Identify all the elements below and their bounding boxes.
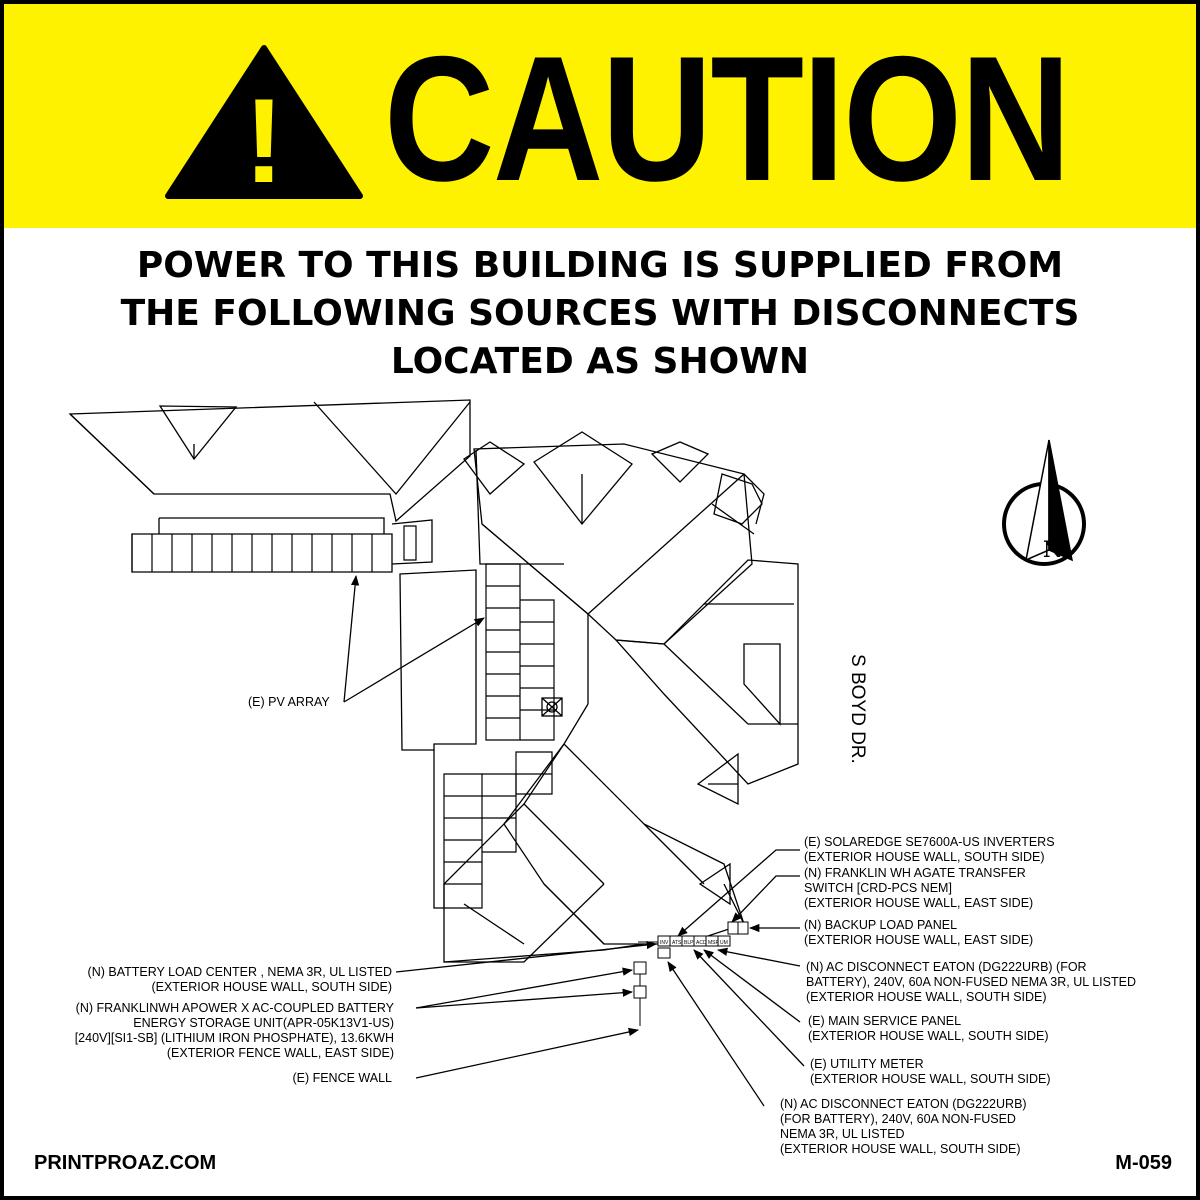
pv-modules [131, 525, 555, 909]
svg-text:(EXTERIOR HOUSE WALL, SOUTH SI: (EXTERIOR HOUSE WALL, SOUTH SIDE) [804, 850, 1045, 864]
svg-text:(N) AC DISCONNECT EATON (DG222: (N) AC DISCONNECT EATON (DG222URB) (FOR [806, 960, 1087, 974]
notice-line: POWER TO THIS BUILDING IS SUPPLIED FROM [136, 245, 1064, 286]
street-label: S BOYD DR. [847, 654, 868, 764]
svg-text:(EXTERIOR HOUSE WALL, SOUTH SI: (EXTERIOR HOUSE WALL, SOUTH SIDE) [808, 1029, 1049, 1043]
footer-code: M-059 [1115, 1152, 1172, 1174]
warning-triangle-icon: ! [165, 45, 363, 202]
footer-site: PRINTPROAZ.COM [34, 1152, 217, 1174]
pv-array-label: (E) PV ARRAY [248, 695, 330, 709]
svg-text:(E) PV ARRAY: (E) PV ARRAY [248, 695, 330, 709]
svg-text:ENERGY STORAGE UNIT(APR-05K13V: ENERGY STORAGE UNIT(APR-05K13V1-US) [133, 1016, 394, 1030]
battery-load-center-label: (N) BATTERY LOAD CENTER , NEMA 3R, UL LI… [88, 965, 392, 994]
caution-title: CAUTION [384, 19, 1071, 218]
utility-meter-label: (E) UTILITY METER (EXTERIOR HOUSE WALL, … [810, 1057, 1051, 1086]
ac-disconnect-label: (N) AC DISCONNECT EATON (DG222URB) (FOR … [780, 1097, 1027, 1156]
leader-lines [343, 574, 805, 1107]
svg-text:(N) BACKUP LOAD PANEL: (N) BACKUP LOAD PANEL [804, 918, 957, 932]
exclamation-glyph: ! [244, 74, 284, 202]
backup-panel-label: (N) BACKUP LOAD PANEL (EXTERIOR HOUSE WA… [804, 918, 1033, 947]
equipment-row [633, 921, 749, 1026]
main-panel-label: (E) MAIN SERVICE PANEL (EXTERIOR HOUSE W… [808, 1014, 1049, 1043]
svg-text:(E) FENCE WALL: (E) FENCE WALL [292, 1071, 392, 1085]
svg-text:(E) SOLAREDGE SE7600A-US INVER: (E) SOLAREDGE SE7600A-US INVERTERS [804, 835, 1055, 849]
svg-text:(EXTERIOR HOUSE WALL, SOUTH SI: (EXTERIOR HOUSE WALL, SOUTH SIDE) [806, 990, 1047, 1004]
ac-disconnect-label: (N) AC DISCONNECT EATON (DG222URB) (FOR … [806, 960, 1136, 1004]
equipment-tag: BLP [684, 940, 694, 946]
equipment-tag: ACD [696, 940, 707, 946]
north-arrow-icon: N [1002, 439, 1086, 566]
svg-text:(EXTERIOR HOUSE WALL, SOUTH SI: (EXTERIOR HOUSE WALL, SOUTH SIDE) [810, 1072, 1051, 1086]
svg-text:BATTERY), 240V, 60A NON-FUSED: BATTERY), 240V, 60A NON-FUSED NEMA 3R, U… [806, 975, 1136, 989]
caution-banner: ! CAUTION [4, 4, 1196, 228]
equipment-tag: UM [720, 940, 728, 946]
notice-line: THE FOLLOWING SOURCES WITH DISCONNECTS [120, 293, 1080, 334]
svg-text:(E) UTILITY METER: (E) UTILITY METER [810, 1057, 924, 1071]
equipment-tag: MSP [708, 940, 720, 946]
svg-text:(EXTERIOR HOUSE WALL, EAST SID: (EXTERIOR HOUSE WALL, EAST SIDE) [804, 896, 1033, 910]
svg-text:(FOR BATTERY), 240V, 60A NON-F: (FOR BATTERY), 240V, 60A NON-FUSED [780, 1112, 1016, 1126]
svg-text:(N) BATTERY LOAD CENTER , NEMA: (N) BATTERY LOAD CENTER , NEMA 3R, UL LI… [88, 965, 392, 979]
notice-line: LOCATED AS SHOWN [390, 341, 810, 382]
svg-text:(EXTERIOR HOUSE WALL, SOUTH SI: (EXTERIOR HOUSE WALL, SOUTH SIDE) [780, 1142, 1021, 1156]
svg-text:SWITCH [CRD-PCS NEM]: SWITCH [CRD-PCS NEM] [804, 881, 952, 895]
svg-text:(EXTERIOR FENCE WALL, EAST SID: (EXTERIOR FENCE WALL, EAST SIDE) [167, 1046, 394, 1060]
notice-text: POWER TO THIS BUILDING IS SUPPLIED FROM … [4, 242, 1196, 386]
transfer-switch-label: (N) FRANKLIN WH AGATE TRANSFER SWITCH [C… [804, 866, 1033, 910]
site-plan: INV ATS BLP ACD MSP UM [68, 399, 1136, 1156]
svg-text:(EXTERIOR HOUSE WALL, EAST SID: (EXTERIOR HOUSE WALL, EAST SIDE) [804, 933, 1033, 947]
svg-text:(N) FRANKLINWH APOWER X AC-COU: (N) FRANKLINWH APOWER X AC-COUPLED BATTE… [76, 1001, 395, 1015]
inverters-label: (E) SOLAREDGE SE7600A-US INVERTERS (EXTE… [804, 835, 1055, 864]
svg-text:(E) MAIN SERVICE PANEL: (E) MAIN SERVICE PANEL [808, 1014, 961, 1028]
svg-text:(N) FRANKLIN WH AGATE TRANSFER: (N) FRANKLIN WH AGATE TRANSFER [804, 866, 1026, 880]
equipment-tags: INV ATS BLP ACD MSP UM [660, 940, 728, 946]
svg-text:[240V][SI1-SB] (LITHIUM IRON P: [240V][SI1-SB] (LITHIUM IRON PHOSPHATE),… [75, 1031, 394, 1045]
fence-wall-label: (E) FENCE WALL [292, 1071, 392, 1085]
equipment-tag: ATS [672, 940, 682, 946]
roof-plan [68, 399, 799, 963]
compass-letter: N [1043, 537, 1063, 563]
battery-label: (N) FRANKLINWH APOWER X AC-COUPLED BATTE… [75, 1001, 395, 1060]
svg-text:(EXTERIOR HOUSE WALL, SOUTH SI: (EXTERIOR HOUSE WALL, SOUTH SIDE) [151, 980, 392, 994]
svg-text:(N) AC DISCONNECT EATON (DG222: (N) AC DISCONNECT EATON (DG222URB) [780, 1097, 1027, 1111]
equipment-tag: INV [660, 940, 669, 946]
svg-text:NEMA 3R, UL LISTED: NEMA 3R, UL LISTED [780, 1127, 905, 1141]
